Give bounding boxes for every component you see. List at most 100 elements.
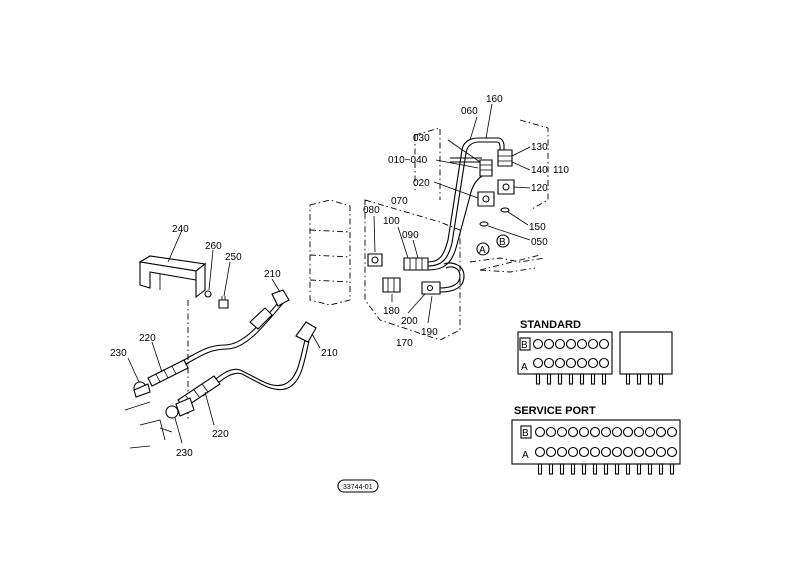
spool-circle bbox=[565, 338, 577, 350]
spool-pin bbox=[658, 463, 664, 475]
spool-circle bbox=[666, 426, 678, 438]
fitting-010-040[interactable] bbox=[479, 159, 493, 177]
spool-circle bbox=[611, 426, 623, 438]
spool-pin bbox=[601, 373, 607, 385]
callout-150: 150 bbox=[529, 222, 546, 233]
spool-circle bbox=[576, 338, 588, 350]
callout-180: 180 bbox=[383, 306, 400, 317]
service-port-b-marker: B bbox=[520, 425, 532, 439]
spool-circle bbox=[578, 446, 590, 458]
spool-circle bbox=[545, 426, 557, 438]
fitting-190[interactable] bbox=[421, 281, 441, 295]
spool-circle bbox=[587, 338, 599, 350]
o-ring-050[interactable] bbox=[479, 221, 489, 227]
spool-circle bbox=[666, 446, 678, 458]
spool-circle bbox=[532, 357, 544, 369]
spool-pin bbox=[557, 373, 563, 385]
spool-circle bbox=[611, 446, 623, 458]
spool-circle bbox=[644, 446, 656, 458]
callout-200: 200 bbox=[401, 316, 418, 327]
spool-circle bbox=[655, 426, 667, 438]
callout-080: 080 bbox=[363, 205, 380, 216]
spool-pin bbox=[647, 373, 653, 385]
spool-pin bbox=[559, 463, 565, 475]
spool-pin bbox=[592, 463, 598, 475]
spool-pin bbox=[614, 463, 620, 475]
spool-pin bbox=[537, 463, 543, 475]
spool-circle bbox=[644, 426, 656, 438]
spool-circle bbox=[554, 338, 566, 350]
service-port-valve bbox=[511, 419, 681, 465]
hydraulic-pipe-160[interactable] bbox=[427, 137, 505, 267]
service-port-a-marker: A bbox=[522, 450, 529, 461]
spool-circle bbox=[543, 357, 555, 369]
lever-base bbox=[124, 401, 173, 449]
svg-text:33744-01: 33744-01 bbox=[343, 484, 373, 491]
callout-110: 110 bbox=[553, 165, 569, 176]
spool-pin bbox=[546, 373, 552, 385]
spool-circle bbox=[565, 357, 577, 369]
spool-circle bbox=[532, 338, 544, 350]
callout-120: 120 bbox=[531, 183, 548, 194]
spool-circle bbox=[556, 446, 568, 458]
washer-260[interactable] bbox=[204, 290, 212, 298]
spool-circle bbox=[589, 446, 601, 458]
spool-pin bbox=[590, 373, 596, 385]
spool-circle bbox=[587, 357, 599, 369]
section-service-port: SERVICE PORT bbox=[514, 405, 596, 417]
ball-joint-230-lower[interactable] bbox=[165, 397, 195, 419]
spool-pin bbox=[579, 373, 585, 385]
valve-body-top bbox=[469, 257, 546, 273]
control-valve-body bbox=[309, 199, 351, 306]
callout-060: 060 bbox=[461, 106, 478, 117]
standard-valve-extra bbox=[619, 331, 673, 375]
fitting-080[interactable] bbox=[367, 253, 383, 267]
callout-220-lower: 220 bbox=[212, 429, 229, 440]
section-standard: STANDARD bbox=[520, 319, 581, 331]
callout-230-upper: 230 bbox=[110, 348, 127, 359]
control-cable-lower[interactable] bbox=[177, 321, 317, 409]
spool-circle bbox=[655, 446, 667, 458]
spool-pin bbox=[548, 463, 554, 475]
svg-text:B: B bbox=[499, 237, 506, 248]
spool-circle bbox=[543, 338, 555, 350]
port-marker-b: B bbox=[496, 234, 510, 248]
standard-port-a-marker: A bbox=[521, 362, 528, 373]
fitting-090[interactable] bbox=[403, 257, 429, 271]
bracket-240[interactable] bbox=[138, 255, 207, 299]
spool-pin bbox=[625, 373, 631, 385]
port-marker-a: A bbox=[476, 242, 490, 256]
callout-100: 100 bbox=[383, 216, 400, 227]
hydraulic-pipe-170[interactable] bbox=[427, 157, 487, 293]
spool-circle bbox=[633, 446, 645, 458]
spool-pin bbox=[581, 463, 587, 475]
svg-text:B: B bbox=[521, 340, 528, 351]
o-ring-150[interactable] bbox=[500, 207, 510, 213]
ball-joint-230-upper[interactable] bbox=[133, 381, 151, 398]
spool-pin bbox=[603, 463, 609, 475]
fitting-180[interactable] bbox=[382, 277, 401, 293]
callout-010-040: 010~040 bbox=[388, 155, 428, 166]
spool-circle bbox=[622, 426, 634, 438]
bolt-250[interactable] bbox=[218, 296, 229, 309]
callout-130: 130 bbox=[531, 142, 548, 153]
callout-030: 030 bbox=[413, 133, 430, 144]
callout-140: 140 bbox=[531, 165, 548, 176]
callout-020: 020 bbox=[413, 178, 430, 189]
fitting-120[interactable] bbox=[497, 179, 515, 195]
spool-pin bbox=[570, 463, 576, 475]
fitting-130-140[interactable] bbox=[497, 149, 513, 167]
spool-circle bbox=[600, 426, 612, 438]
spool-circle bbox=[589, 426, 601, 438]
spool-pin bbox=[647, 463, 653, 475]
spool-circle bbox=[545, 446, 557, 458]
spool-pin bbox=[625, 463, 631, 475]
spool-circle bbox=[556, 426, 568, 438]
svg-text:A: A bbox=[521, 362, 528, 373]
fitting-020[interactable] bbox=[477, 191, 495, 207]
standard-port-b-marker: B bbox=[519, 337, 531, 351]
spool-circle bbox=[633, 426, 645, 438]
spool-pin bbox=[568, 373, 574, 385]
spool-circle bbox=[534, 446, 546, 458]
callout-220-upper: 220 bbox=[139, 333, 156, 344]
